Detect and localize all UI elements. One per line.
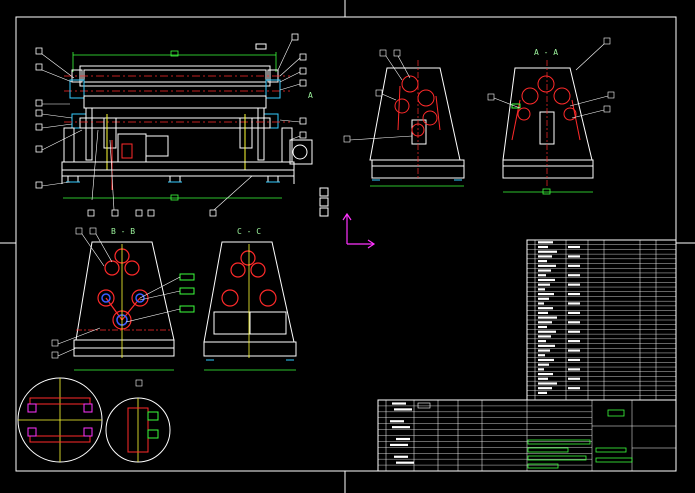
section-aa-view: A - A — [487, 37, 615, 195]
section-cc-view: C - C — [203, 227, 297, 371]
detail-circle-left — [17, 377, 103, 463]
detail-circle-right — [105, 379, 171, 463]
section-mark-a: A — [308, 91, 313, 100]
section-bb-view: B - B — [51, 227, 195, 371]
title-block — [377, 399, 677, 472]
ucs-axis-icon — [342, 212, 376, 249]
side-view — [343, 49, 465, 187]
view-cc-label: C - C — [237, 227, 261, 236]
view-bb-label: B - B — [111, 227, 135, 236]
front-elevation-view: A — [35, 33, 329, 217]
view-aa-label: A - A — [534, 48, 558, 57]
parts-list-table — [526, 239, 677, 401]
